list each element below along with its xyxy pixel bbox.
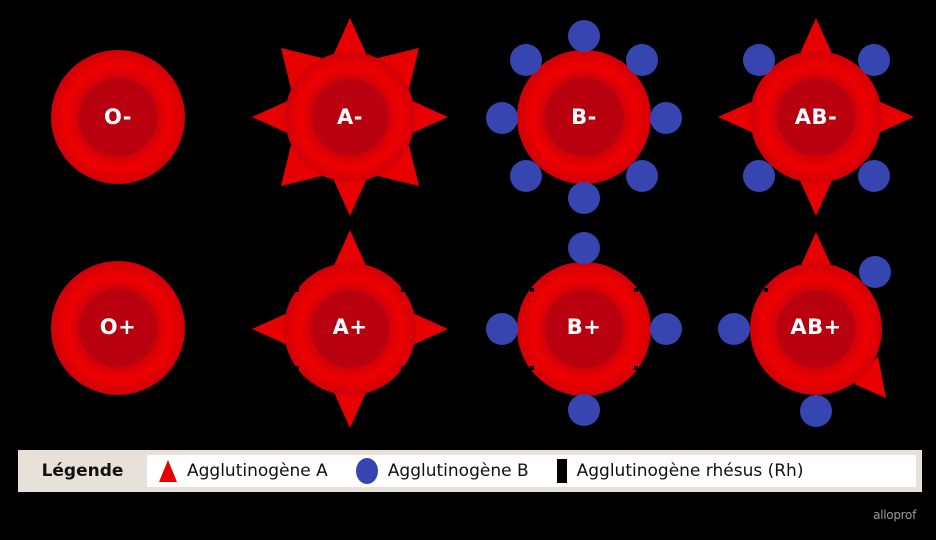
legend-label: Agglutinogène B <box>387 461 529 481</box>
cell-label: AB- <box>794 105 838 129</box>
blood-cell-a-pos: A+ <box>240 222 460 432</box>
legend-item-rhesus: Agglutinogène rhésus (Rh) <box>556 459 804 483</box>
rhesus-markers <box>51 260 185 396</box>
legend-label: Agglutinogène A <box>187 461 328 481</box>
legend-title: Légende <box>41 461 124 481</box>
cell-label: A- <box>337 105 363 129</box>
red-blood-cell-with-b-antigens-rhesus-icon <box>486 232 682 426</box>
red-blood-cell-icon <box>51 50 185 184</box>
antigen-a-triangles <box>252 18 448 216</box>
red-blood-cell-with-b-antigens-icon <box>486 20 682 214</box>
red-blood-cell-with-ab-antigens-rhesus-icon <box>718 232 891 427</box>
cell-label: B+ <box>566 315 602 339</box>
blood-cell-o-pos: O+ <box>8 222 228 432</box>
red-blood-cell-with-rhesus-icon <box>51 260 185 396</box>
blood-cell-a-neg: A- <box>240 12 460 222</box>
red-blood-cell-with-a-antigens-rhesus-icon <box>252 230 448 428</box>
antigen-b-circles <box>486 20 682 214</box>
red-blood-cell-with-a-antigens-icon <box>252 18 448 216</box>
blood-cell-ab-pos: AB+ <box>706 222 926 432</box>
legend-items: Agglutinogène A Agglutinogène B Agglutin… <box>147 455 916 487</box>
cell-label: AB+ <box>790 315 842 339</box>
legend-label: Agglutinogène rhésus (Rh) <box>576 461 804 481</box>
brand-logo: alloprof <box>873 508 916 522</box>
triangle-icon <box>159 460 177 482</box>
blood-cell-o-neg: O- <box>8 12 228 222</box>
blood-cell-ab-neg: AB- <box>706 12 926 222</box>
cell-label: O- <box>104 105 132 129</box>
red-blood-cell-with-ab-antigens-icon <box>718 18 914 216</box>
rectangle-icon <box>556 459 567 483</box>
legend-item-antigen-a: Agglutinogène A <box>159 460 328 482</box>
legend-item-antigen-b: Agglutinogène B <box>355 458 529 484</box>
circle-icon <box>355 458 378 484</box>
cell-label: B- <box>571 105 597 129</box>
blood-cell-b-neg: B- <box>474 12 694 222</box>
cell-label: A+ <box>332 315 368 339</box>
cell-label: O+ <box>99 315 137 339</box>
blood-cell-b-pos: B+ <box>474 222 694 432</box>
legend: Légende Agglutinogène A Agglutinogène B … <box>18 450 922 492</box>
